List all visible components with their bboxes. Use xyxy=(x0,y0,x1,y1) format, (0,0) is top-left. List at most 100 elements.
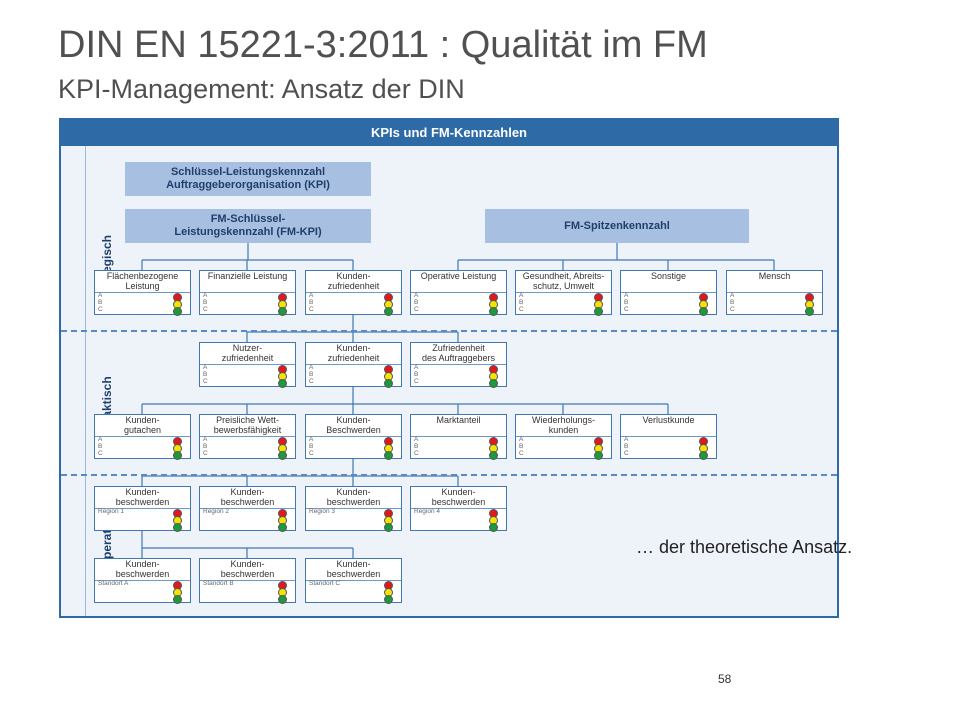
kpi-sub: A B C xyxy=(414,292,419,313)
kpi-sub: Region 4 xyxy=(414,508,441,515)
kpi-sub: A B C xyxy=(309,364,314,385)
kpi-sub: Standort A xyxy=(98,580,129,587)
kpi-name: Wiederholungs- kunden xyxy=(516,415,611,437)
kpi-sub: A B C xyxy=(309,292,314,313)
traffic-light-icon xyxy=(173,595,182,604)
kpi-sub: A B C xyxy=(519,292,524,313)
kpi-name: Kunden- beschwerden xyxy=(95,487,190,509)
kpi-name: Sonstige xyxy=(621,271,716,293)
slide-title: DIN EN 15221-3:2011 : Qualität im FM xyxy=(58,24,708,66)
kpi-name: Nutzer- zufriedenheit xyxy=(200,343,295,365)
traffic-light-icon xyxy=(384,451,393,460)
traffic-light-icon xyxy=(805,307,814,316)
traffic-light-icon xyxy=(278,379,287,388)
traffic-light-icon xyxy=(278,451,287,460)
traffic-light-icon xyxy=(173,523,182,532)
kpi-name: Kunden- beschwerden xyxy=(306,487,401,509)
kpi-sub: A B C xyxy=(309,436,314,457)
traffic-light-icon xyxy=(278,523,287,532)
traffic-light-icon xyxy=(489,523,498,532)
page-number: 58 xyxy=(718,672,732,686)
level-divider-1 xyxy=(61,330,837,332)
kpi-name: Flächenbezogene Leistung xyxy=(95,271,190,293)
kpi-name: Preisliche Wett- bewerbsfähigkeit xyxy=(200,415,295,437)
kpi-name: Kunden- beschwerden xyxy=(200,487,295,509)
kpi-name: Zufriedenheit des Auftraggebers xyxy=(411,343,506,365)
kpi-name: Kunden- gutachen xyxy=(95,415,190,437)
kpi-sub: A B C xyxy=(203,292,208,313)
kpi-sub: A B C xyxy=(730,292,735,313)
kpi-name: Kunden- beschwerden xyxy=(411,487,506,509)
traffic-light-icon xyxy=(384,595,393,604)
traffic-light-icon xyxy=(594,307,603,316)
traffic-light-icon xyxy=(384,523,393,532)
level-divider-2 xyxy=(61,474,837,476)
kpi-sub: Region 1 xyxy=(98,508,125,515)
kpi-name: Marktanteil xyxy=(411,415,506,437)
kpi-name: Kunden- beschwerden xyxy=(306,559,401,581)
kpi-name: Gesundheit, Abreits- schutz, Umwelt xyxy=(516,271,611,293)
top-kpi-box: Schlüssel-Leistungskennzahl Auftraggeber… xyxy=(125,162,371,196)
kpi-name: Kunden- beschwerden xyxy=(95,559,190,581)
kpi-name: Operative Leistung xyxy=(411,271,506,293)
kpi-sub: A B C xyxy=(98,292,103,313)
traffic-light-icon xyxy=(489,379,498,388)
diagram-header: KPIs und FM-Kennzahlen xyxy=(61,120,837,146)
kpi-name: Verlustkunde xyxy=(621,415,716,437)
kpi-sub: A B C xyxy=(203,436,208,457)
note-text: … der theoretische Ansatz. xyxy=(636,537,853,557)
kpi-sub: A B C xyxy=(98,436,103,457)
fm-kpi-box: FM-Schlüssel- Leistungskennzahl (FM-KPI) xyxy=(125,209,371,243)
traffic-light-icon xyxy=(173,451,182,460)
kpi-sub: A B C xyxy=(414,436,419,457)
slide-subtitle: KPI-Management: Ansatz der DIN xyxy=(58,74,465,104)
traffic-light-icon xyxy=(278,595,287,604)
kpi-name: Kunden- zufriedenheit xyxy=(306,271,401,293)
kpi-sub: Region 3 xyxy=(309,508,336,515)
traffic-light-icon xyxy=(489,451,498,460)
traffic-light-icon xyxy=(384,379,393,388)
kpi-sub: Standort B xyxy=(203,580,234,587)
kpi-name: Kunden- beschwerden xyxy=(200,559,295,581)
traffic-light-icon xyxy=(699,451,708,460)
kpi-sub: A B C xyxy=(414,364,419,385)
connector-lines xyxy=(141,243,775,558)
traffic-light-icon xyxy=(173,307,182,316)
kpi-sub: Region 2 xyxy=(203,508,230,515)
fm-top-box: FM-Spitzenkennzahl xyxy=(485,209,749,243)
traffic-light-icon xyxy=(278,307,287,316)
level-separator xyxy=(85,146,86,616)
kpi-sub: A B C xyxy=(203,364,208,385)
kpi-diagram: KPIs und FM-Kennzahlen strategisch takti… xyxy=(59,118,839,618)
kpi-sub: A B C xyxy=(624,292,629,313)
traffic-light-icon xyxy=(384,307,393,316)
kpi-sub: A B C xyxy=(624,436,629,457)
kpi-name: Kunden- Beschwerden xyxy=(306,415,401,437)
traffic-light-icon xyxy=(489,307,498,316)
kpi-sub: Standort C xyxy=(309,580,341,587)
kpi-sub: A B C xyxy=(519,436,524,457)
